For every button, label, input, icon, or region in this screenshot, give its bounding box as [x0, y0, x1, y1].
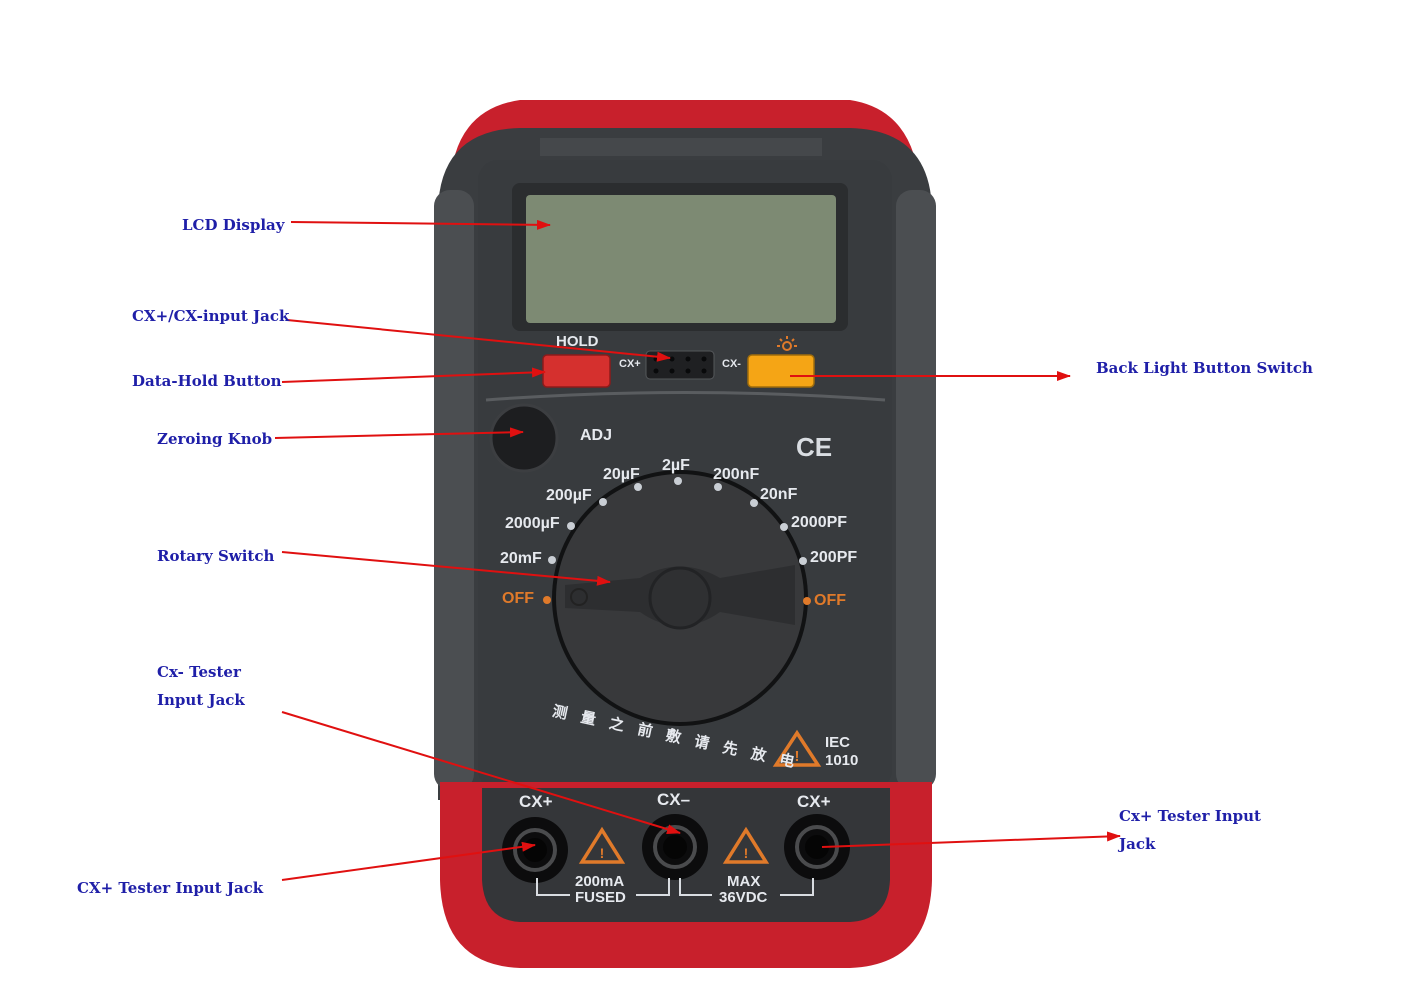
callout-arrows [274, 219, 1121, 881]
range-200PF: 200PF [810, 549, 858, 566]
callout-input-jack: CX+/CX-input Jack [132, 307, 290, 325]
range-2uF: 2µF [662, 457, 690, 474]
svg-text:!: ! [600, 845, 605, 861]
zeroing-knob [489, 403, 559, 473]
lcd-display [526, 195, 836, 323]
cx-plus-small-label: CX+ [619, 358, 641, 370]
callout-rotary-switch: Rotary Switch [157, 547, 275, 565]
svg-text:!: ! [744, 845, 749, 861]
range-20mF: 20mF [500, 550, 542, 567]
svg-text:!: ! [795, 748, 800, 765]
cx-minus-small-label: CX- [722, 358, 741, 370]
range-20uF: 20µF [603, 466, 640, 483]
range-20nF: 20nF [760, 486, 798, 503]
callout-data-hold-button: Data-Hold Button [132, 372, 282, 390]
svg-text:CE: CE [796, 432, 832, 462]
off-right-label: OFF [814, 592, 846, 609]
callout-cx-plus-left: CX+ Tester Input Jack [77, 879, 264, 897]
adj-label: ADJ [580, 427, 613, 444]
top-bumper [450, 100, 920, 195]
fuse-label-2: FUSED [575, 889, 626, 906]
callout-cx-minus-line1: Cx- Tester [157, 663, 241, 681]
range-200uF: 200µF [546, 487, 592, 504]
callout-zeroing-knob: Zeroing Knob [157, 430, 273, 448]
jack-center-label: CX– [657, 790, 691, 809]
off-left-label: OFF [502, 590, 534, 607]
callout-cx-plus-right-line1: Cx+ Tester Input [1119, 807, 1261, 825]
max-label-2: 36VDC [719, 889, 768, 906]
max-label-1: MAX [727, 873, 761, 890]
range-2000uF: 2000µF [505, 515, 560, 532]
fuse-label-1: 200mA [575, 873, 625, 890]
iec-label-2: 1010 [825, 752, 859, 769]
sun-icon [777, 336, 797, 351]
jack-right-label: CX+ [797, 792, 831, 811]
jack-center [642, 814, 708, 880]
range-200nF: 200nF [713, 466, 760, 483]
callout-lcd-display: LCD Display [182, 216, 285, 234]
jack-left [502, 817, 568, 883]
callout-backlight: Back Light Button Switch [1096, 359, 1313, 377]
warning-icon [772, 729, 822, 767]
iec-label-1: IEC [825, 734, 851, 751]
range-2000PF: 2000PF [791, 514, 848, 531]
hold-button [542, 354, 611, 388]
hold-label: HOLD [556, 333, 599, 350]
callout-cx-plus-right-line2: Jack [1119, 835, 1156, 853]
backlight-button [747, 354, 815, 388]
jack-left-label: CX+ [519, 792, 553, 811]
callout-cx-minus-line2: Input Jack [157, 691, 245, 709]
